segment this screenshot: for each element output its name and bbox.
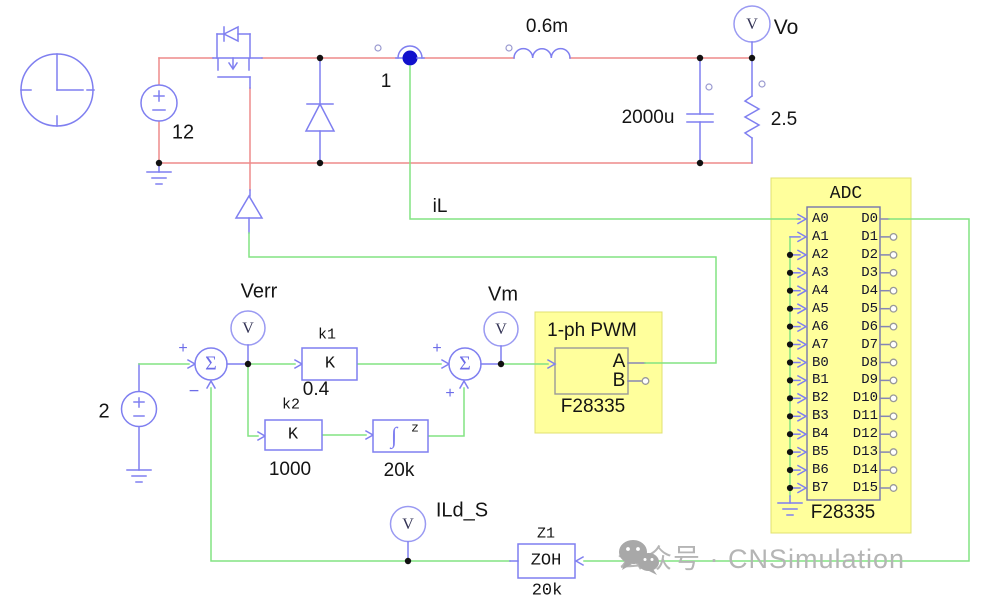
current-sensor[interactable] <box>374 44 425 66</box>
mosfet-switch[interactable] <box>212 25 263 89</box>
vo-probe[interactable] <box>733 5 771 59</box>
pwm-pin-b-terminal[interactable] <box>641 377 650 385</box>
integrator-block[interactable] <box>372 419 429 453</box>
polarity-marker <box>758 80 766 88</box>
polarity-marker <box>374 44 382 52</box>
signal-arrows <box>186 358 585 567</box>
polarity-marker <box>705 83 713 91</box>
inductor[interactable] <box>505 44 571 59</box>
summing-junction-1[interactable] <box>194 347 247 381</box>
load-resistor[interactable] <box>743 80 766 140</box>
output-capacitor[interactable] <box>686 83 714 123</box>
verr-probe[interactable] <box>230 310 266 365</box>
adc-ground-symbol <box>777 495 803 516</box>
gate-driver[interactable] <box>234 189 264 234</box>
power-wires[interactable] <box>158 57 753 191</box>
polarity-marker <box>505 44 513 52</box>
vm-probe[interactable] <box>483 311 519 365</box>
gain-k1-block[interactable] <box>301 347 358 381</box>
ground-symbol-source2 <box>126 426 152 483</box>
pwm-block[interactable] <box>534 311 663 434</box>
freewheel-diode[interactable] <box>304 57 336 164</box>
dc-source-12[interactable] <box>140 84 178 122</box>
adc-pin-shapes <box>786 213 898 494</box>
zoh-block[interactable] <box>509 543 576 579</box>
ild-probe[interactable] <box>389 505 427 562</box>
adc-block[interactable] <box>770 177 912 534</box>
dc-source-2[interactable] <box>120 363 158 428</box>
gain-k2-block[interactable] <box>264 419 323 451</box>
clock-element[interactable] <box>20 53 95 127</box>
summing-junction-2[interactable] <box>448 347 500 381</box>
junction-dots <box>155 54 756 565</box>
